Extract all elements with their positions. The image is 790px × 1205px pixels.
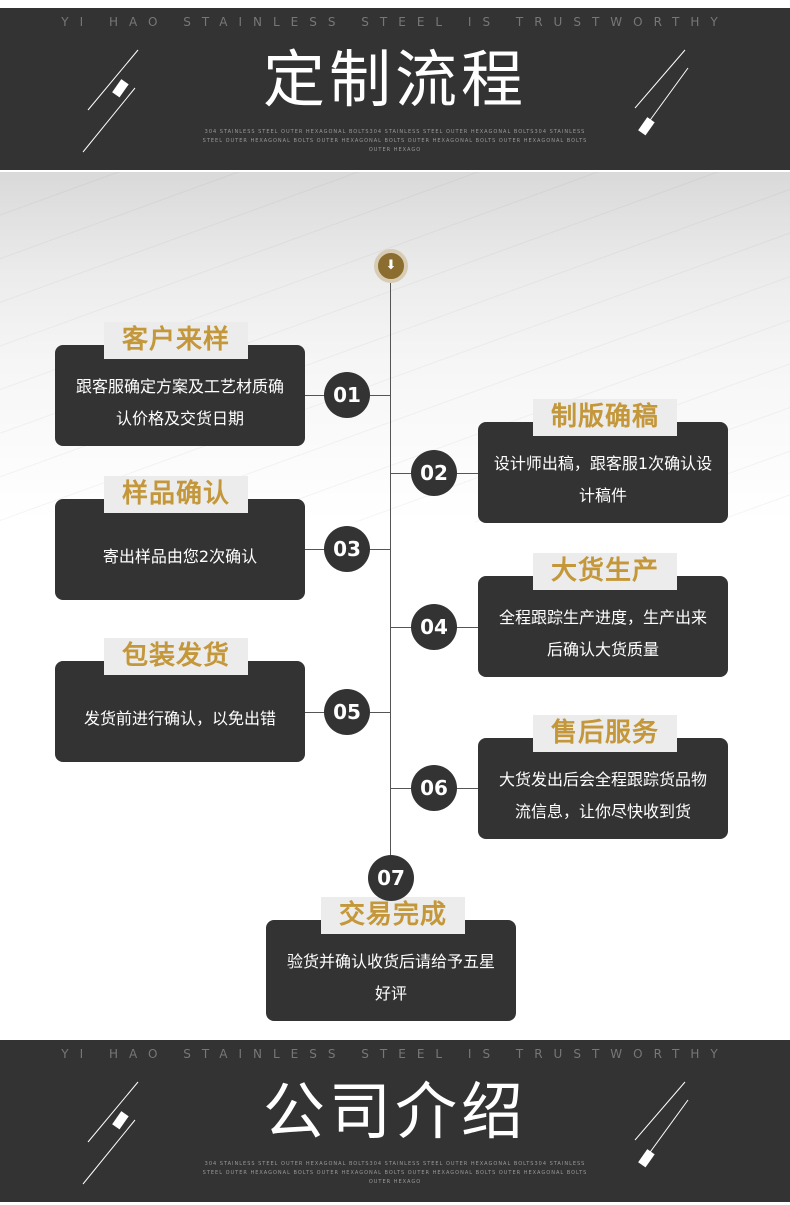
step-number: 03 xyxy=(324,526,370,572)
step-title: 售后服务 xyxy=(533,715,677,752)
step-number: 01 xyxy=(324,372,370,418)
footer-tagline: YI HAO STAINLESS STEEL IS TRUSTWORTHY xyxy=(61,1047,729,1061)
timeline-line xyxy=(390,282,391,860)
slash-decoration-icon xyxy=(82,49,139,153)
step-title: 客户来样 xyxy=(104,322,248,359)
step-number: 07 xyxy=(368,855,414,901)
step-card: 大货发出后会全程跟踪货品物流信息，让你尽快收到货 xyxy=(478,738,728,839)
step-number: 05 xyxy=(324,689,370,735)
step-card: 发货前进行确认，以免出错 xyxy=(55,661,305,762)
step-card: 全程跟踪生产进度，生产出来后确认大货质量 xyxy=(478,576,728,677)
step-card: 设计师出稿，跟客服1次确认设计稿件 xyxy=(478,422,728,523)
step-description: 全程跟踪生产进度，生产出来后确认大货质量 xyxy=(498,607,707,659)
step-description: 设计师出稿，跟客服1次确认设计稿件 xyxy=(493,453,713,505)
footer-banner: YI HAO STAINLESS STEEL IS TRUSTWORTHY 公司… xyxy=(0,1040,790,1202)
slash-decoration-icon xyxy=(634,49,689,136)
double-chevron-down-icon: ⬇ xyxy=(374,249,408,283)
slash-decoration-icon xyxy=(634,1081,689,1168)
slash-decoration-icon xyxy=(82,1081,139,1185)
step-card: 验货并确认收货后请给予五星好评 xyxy=(266,920,516,1021)
header-banner: YI HAO STAINLESS STEEL IS TRUSTWORTHY 定制… xyxy=(0,8,790,170)
step-number: 06 xyxy=(411,765,457,811)
header-tagline: YI HAO STAINLESS STEEL IS TRUSTWORTHY xyxy=(61,15,729,29)
step-card: 寄出样品由您2次确认 xyxy=(55,499,305,600)
section-title: 公司介绍 xyxy=(262,1076,527,1148)
header-small-text: 304 STAINLESS STEEL OUTER HEXAGONAL BOLT… xyxy=(202,129,588,153)
step-title: 大货生产 xyxy=(533,553,677,590)
step-number: 02 xyxy=(411,450,457,496)
step-title: 样品确认 xyxy=(104,476,248,513)
step-description: 验货并确认收货后请给予五星好评 xyxy=(286,951,495,1003)
step-description: 寄出样品由您2次确认 xyxy=(102,546,258,566)
step-description: 大货发出后会全程跟踪货品物流信息，让你尽快收到货 xyxy=(498,769,707,821)
step-title: 包装发货 xyxy=(104,638,248,675)
step-title: 制版确稿 xyxy=(533,399,677,436)
page-title: 定制流程 xyxy=(262,44,527,116)
step-number: 04 xyxy=(411,604,457,650)
footer-small-text: 304 STAINLESS STEEL OUTER HEXAGONAL BOLT… xyxy=(202,1161,588,1185)
step-card: 跟客服确定方案及工艺材质确认价格及交货日期 xyxy=(55,345,305,446)
step-description: 发货前进行确认，以免出错 xyxy=(83,708,276,728)
step-description: 跟客服确定方案及工艺材质确认价格及交货日期 xyxy=(75,376,284,428)
step-title: 交易完成 xyxy=(321,897,465,934)
